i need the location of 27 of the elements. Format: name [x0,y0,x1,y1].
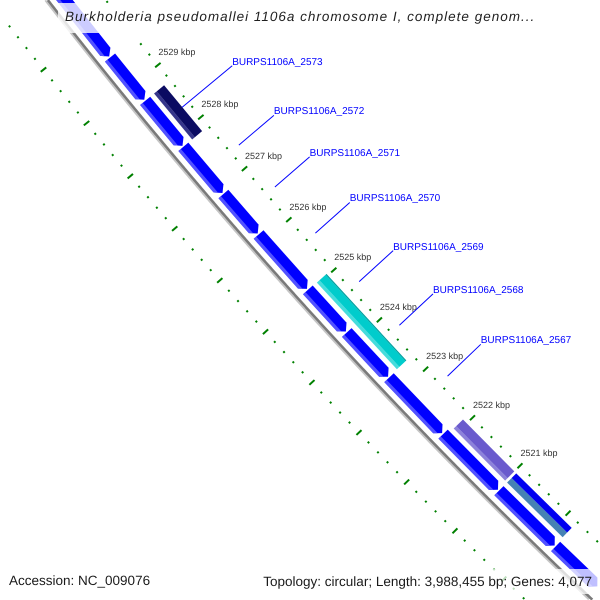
gene-label: BURPS1106A_2569 [393,242,484,254]
gene-label: BURPS1106A_2567 [480,335,572,348]
feature-bar [154,85,202,140]
scale-label: 2525 kbp [334,252,372,262]
scale-label: 2529 kbp [158,47,196,58]
leader-line [182,65,233,108]
leader-line [238,114,274,146]
leader-line [274,156,310,188]
map-title: Burkholderia pseudomallei 1106a chromosome I, complete genom... [65,8,536,26]
gene-label: BURPS1106A_2568 [433,284,524,297]
leader-line [314,202,350,234]
scale-label: 2524 kbp [380,302,417,312]
gene-label: BURPS1106A_2570 [350,193,440,206]
scale-label: 2522 kbp [472,400,510,410]
scale-label: 2527 kbp [245,150,282,161]
leader-line [447,344,482,377]
scale-label: 2528 kbp [201,99,238,110]
scale-label: 2526 kbp [289,202,326,212]
gene-label: BURPS1106A_2571 [310,148,400,160]
accession-label: Accession: NC_009076 [9,573,150,589]
scale-label: 2521 kbp [520,448,558,458]
gene-label: BURPS1106A_2573 [232,56,323,69]
scale-label: 2523 kbp [426,351,464,362]
leader-line [398,293,434,326]
genome-info-label: Topology: circular; Length: 3,988,455 bp; Genes: 4,077 [263,574,592,590]
leader-line [358,250,394,282]
gene-label: BURPS1106A_2572 [274,106,364,118]
